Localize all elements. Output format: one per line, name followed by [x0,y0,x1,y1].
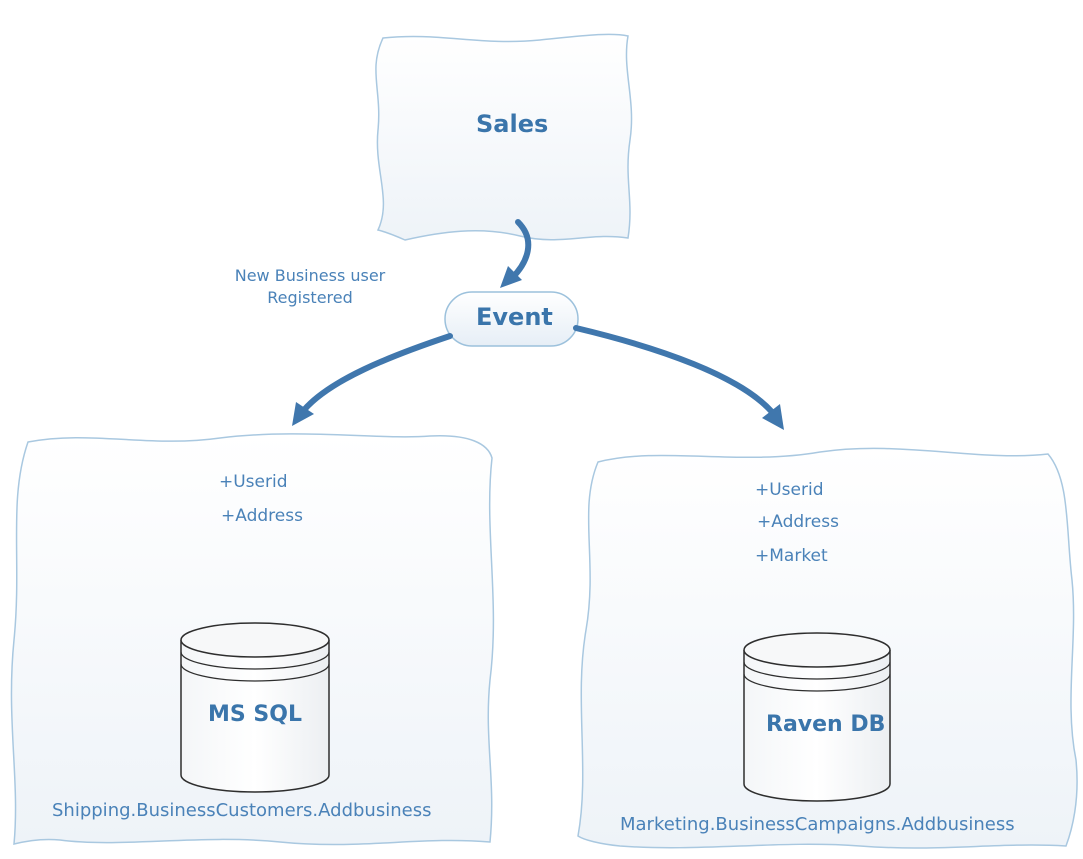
arrow-event-to-shipping [301,333,453,413]
ms-sql-cylinder [180,622,330,793]
ms-sql-label: MS SQL [208,702,302,727]
shipping-attr-address: +Address [221,506,303,526]
arrow-event-to-marketing [573,325,775,415]
shipping-attr-userid: +Userid [219,472,288,492]
arrow-sales-to-event [509,219,532,281]
event-note-line1: New Business user [234,266,386,285]
marketing-namespace: Marketing.BusinessCampaigns.Addbusiness [620,814,1015,835]
arrow-sales-to-event-head [500,266,522,288]
sales-box [375,33,633,241]
marketing-attr-market: +Market [755,546,828,566]
event-note-line2: Registered [267,288,353,307]
sales-label: Sales [476,110,549,138]
event-note: New Business user Registered [222,265,398,309]
event-pill [444,291,579,347]
raven-db-cylinder [743,632,891,802]
marketing-attr-address: +Address [757,512,839,532]
marketing-attr-userid: +Userid [755,480,824,500]
event-label: Event [476,303,553,331]
arrow-event-to-shipping-head [292,402,314,426]
shipping-namespace: Shipping.BusinessCustomers.Addbusiness [52,800,432,821]
raven-db-label: Raven DB [766,712,886,737]
arrow-event-to-marketing-head [762,404,784,430]
